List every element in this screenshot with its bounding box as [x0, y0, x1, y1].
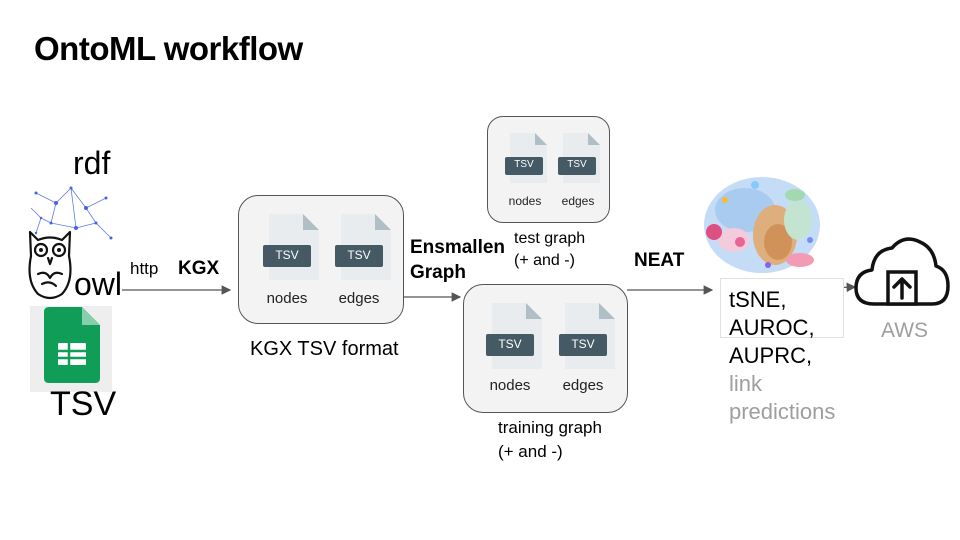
aws-label: AWS [881, 319, 929, 342]
output-auroc: AUROC, [729, 315, 815, 340]
kgx-nodes-label: nodes [266, 290, 308, 307]
tsne-plot-image [704, 177, 820, 273]
train-edges-label: edges [562, 377, 604, 394]
outputs-list: tSNE, AUROC, AUPRC, link predictions [729, 286, 835, 426]
test-graph-caption-line1: test graph [514, 230, 586, 247]
train-edges-file-icon: TSV [559, 303, 615, 374]
cloud-upload-icon [854, 237, 950, 306]
train-edges-file-badge: TSV [571, 337, 595, 351]
test-graph-caption-line2: (+ and -) [514, 252, 575, 269]
output-predictions: predictions [729, 399, 836, 424]
train-nodes-file-badge: TSV [498, 337, 522, 351]
page-title: OntoML workflow [34, 30, 303, 67]
rdf-network-icon [30, 186, 113, 240]
kgx-tsv-box: TSV nodes TSV edges [238, 195, 404, 324]
test-edges-label: edges [561, 194, 595, 208]
owl-icon [28, 230, 72, 300]
test-graph-caption: test graph (+ and -) [514, 228, 585, 272]
training-graph-caption: training graph (+ and -) [498, 416, 602, 464]
training-graph-box: TSV nodes TSV edges [463, 284, 628, 413]
kgx-label: KGX [178, 258, 220, 279]
output-link: link [729, 371, 763, 396]
ensmallen-label-line1: Ensmallen [410, 237, 506, 258]
edges-file-icon: TSV [335, 214, 391, 285]
rdf-label: rdf [73, 145, 111, 181]
outputs-highlight-box [720, 278, 844, 338]
training-graph-caption-line1: training graph [498, 418, 602, 437]
spreadsheet-icon [44, 307, 100, 383]
tsv-label: TSV [50, 385, 117, 423]
nodes-file-icon: TSV [263, 214, 319, 285]
kgx-edges-label: edges [338, 290, 380, 307]
train-nodes-label: nodes [489, 377, 531, 394]
neat-label: NEAT [634, 250, 685, 271]
edges-file-badge: TSV [347, 248, 371, 262]
output-auprc: AUPRC, [729, 343, 813, 368]
ensmallen-label: Ensmallen Graph [410, 235, 505, 285]
output-tsne: tSNE, [729, 287, 787, 312]
nodes-file-badge: TSV [275, 248, 299, 262]
test-edges-file-badge: TSV [567, 159, 587, 170]
train-nodes-file-icon: TSV [486, 303, 542, 374]
ensmallen-label-line2: Graph [410, 262, 466, 283]
test-nodes-label: nodes [508, 194, 542, 208]
test-edges-file-icon: TSV [558, 133, 600, 188]
test-nodes-file-icon: TSV [505, 133, 547, 188]
kgx-box-caption: KGX TSV format [250, 338, 399, 360]
test-nodes-file-badge: TSV [514, 159, 534, 170]
owl-label: owl [74, 266, 123, 302]
training-graph-caption-line2: (+ and -) [498, 442, 563, 461]
http-label: http [130, 259, 159, 278]
test-graph-box: TSV nodes TSV edges [487, 116, 610, 223]
